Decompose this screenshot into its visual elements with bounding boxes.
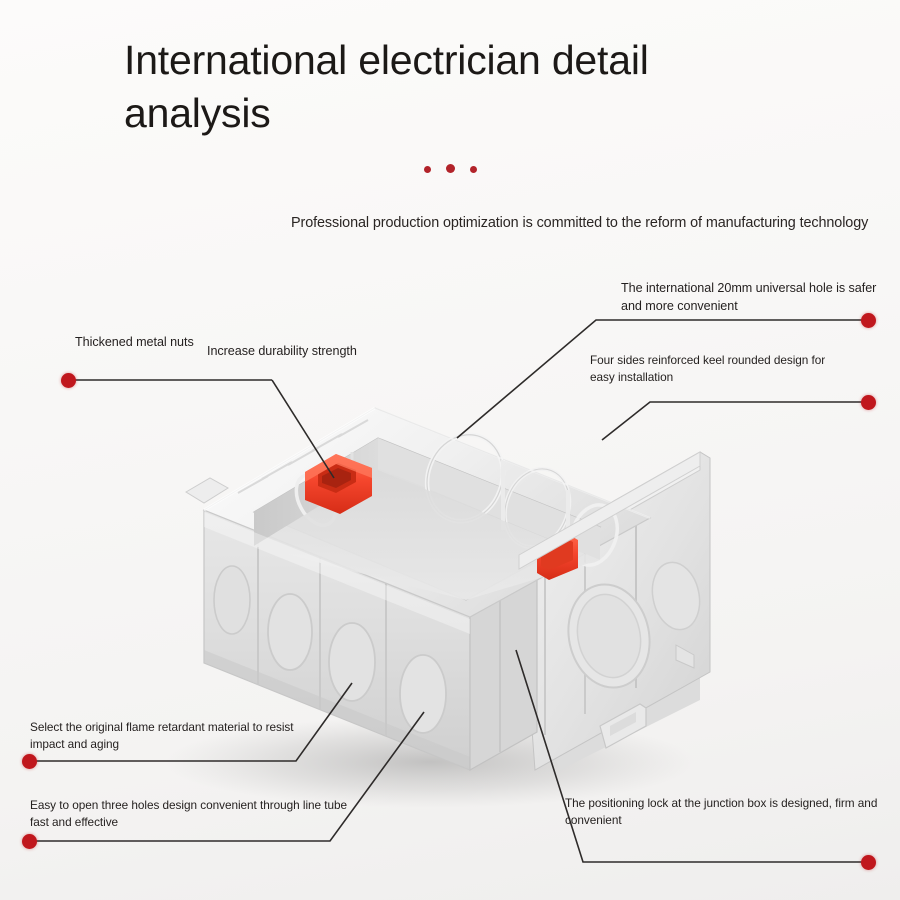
callout-label-reinforced-keel: Four sides reinforced keel rounded desig… bbox=[590, 353, 826, 385]
callout-label-positioning-lock: The positioning lock at the junction box… bbox=[565, 796, 878, 828]
callout-dot-reinforced-keel[interactable] bbox=[861, 395, 876, 410]
callout-dot-universal-hole[interactable] bbox=[861, 313, 876, 328]
callout-dot-thickened-metal-nuts[interactable] bbox=[61, 373, 76, 388]
decorative-dot bbox=[470, 166, 477, 173]
callout-label-universal-hole: The international 20mm universal hole is… bbox=[621, 281, 877, 314]
leader-line-c5 bbox=[29, 682, 353, 762]
callout-dot-three-holes[interactable] bbox=[22, 834, 37, 849]
callout-label-thickened-metal-nuts: Thickened metal nuts bbox=[75, 335, 194, 349]
callout-label-increase-durability-strength: Increase durability strength bbox=[207, 344, 357, 358]
callout-dot-flame-retardant[interactable] bbox=[22, 754, 37, 769]
callout-label-flame-retardant: Select the original flame retardant mate… bbox=[30, 720, 294, 752]
callout-dot-positioning-lock[interactable] bbox=[861, 855, 876, 870]
decorative-dot bbox=[424, 166, 431, 173]
leader-line-c6 bbox=[29, 711, 425, 842]
leader-line-c7 bbox=[515, 649, 869, 863]
callout-label-three-holes: Easy to open three holes design convenie… bbox=[30, 798, 348, 830]
leader-line-c4 bbox=[601, 401, 869, 441]
leader-line-c2 bbox=[271, 379, 335, 479]
leader-line-c3 bbox=[456, 319, 869, 439]
page-subtitle: Professional production optimization is … bbox=[291, 215, 869, 231]
page-title: International electrician detail analysi… bbox=[124, 37, 649, 137]
decorative-dot bbox=[446, 164, 455, 173]
decorative-dots bbox=[424, 163, 486, 177]
